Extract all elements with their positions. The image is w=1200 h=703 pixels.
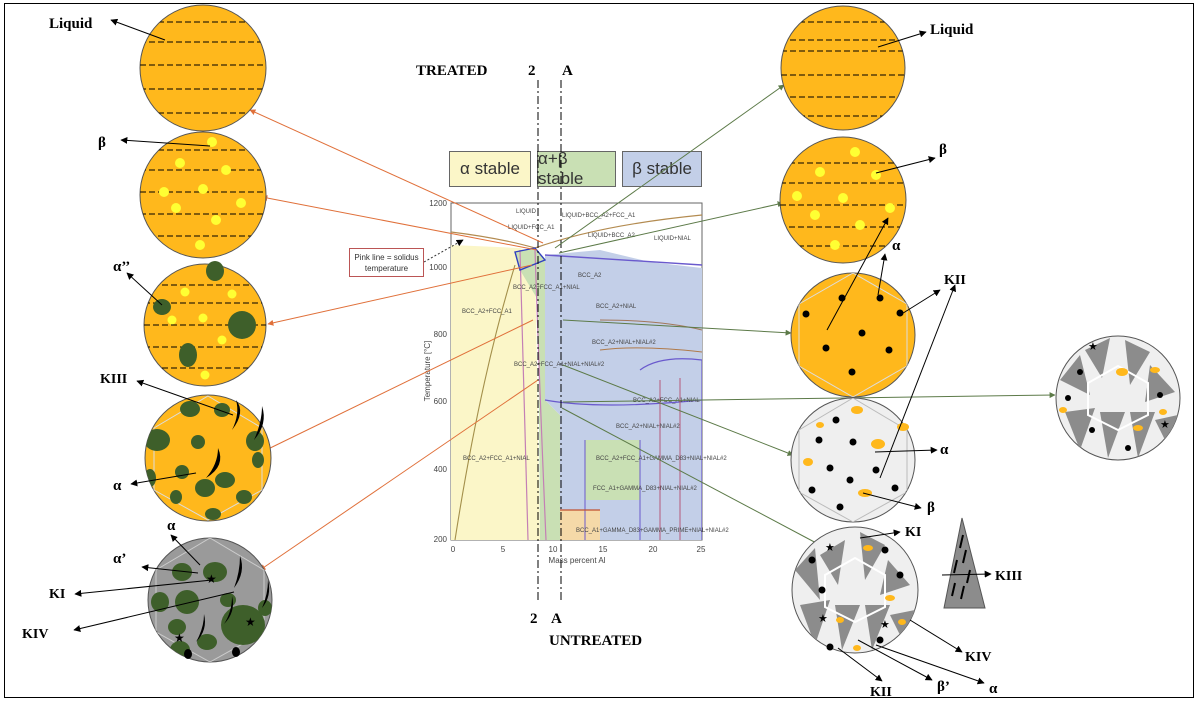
untreated-label: UNTREATED: [549, 633, 642, 649]
left-label-k1: KI: [49, 587, 65, 602]
right-circle-alpha-beta: [790, 397, 916, 523]
region-label-bcc-fcc-nial-low: BCC_A2+FCC_A1+NIAL: [463, 456, 530, 462]
region-label-bcc-fcc-gamma: BCC_A2+FCC_A1+GAMMA_D83+NIAL+NIAL#2: [596, 456, 727, 462]
right-circle-alpha-k2: [790, 272, 916, 398]
phase-diagram: 1200 1000 800 600 400 200 0 5 10 15 20 2…: [423, 199, 729, 565]
right-circle-beta: [779, 136, 907, 264]
k3-triangle: [943, 517, 986, 609]
region-label-liq-bcc-fcc: LIQUID+BCC_A2+FCC_A1: [562, 213, 636, 219]
left-circle-final: ★ ★ ★: [147, 537, 273, 663]
region-label-bcc-fcc-nial: BCC_A2+FCC_A1+NIAL: [513, 285, 580, 291]
right-label-liquid: Liquid: [930, 22, 974, 38]
left-label-k3: KIII: [100, 372, 127, 387]
ytick-200: 200: [434, 535, 448, 544]
left-label-liquid: Liquid: [49, 16, 93, 32]
xtick-10: 10: [549, 545, 558, 554]
ytick-1200: 1200: [429, 199, 447, 208]
line-2-bottom-label: 2: [530, 611, 538, 627]
left-circle-k3: [144, 394, 272, 522]
right-label-beta-2: β: [927, 500, 935, 516]
right-label-alpha: α: [892, 238, 901, 254]
left-label-beta: β: [98, 135, 106, 151]
region-label-bcc-nial: BCC_A2+NIAL: [596, 304, 637, 310]
svg-text:★: ★: [1160, 419, 1170, 431]
svg-text:★: ★: [206, 572, 217, 586]
x-axis-label: Mass percent Al: [549, 556, 606, 565]
region-label-liq-fcc: LIQUID+FCC_A1: [508, 225, 555, 231]
region-label-bcc-nial-nial2-b: BCC_A2+NIAL+NIAL#2: [616, 424, 680, 430]
right-label-alpha-2: α: [940, 442, 949, 458]
left-circle-beta: [139, 131, 267, 259]
region-label-liq-nial: LIQUID+NIAL: [654, 236, 692, 242]
right-label-beta-prime: β’: [937, 679, 950, 695]
xtick-20: 20: [649, 545, 658, 554]
right-circle-liquid: [780, 5, 906, 131]
solidus-note: Pink line = solidus temperature: [349, 248, 424, 277]
figure-border: [4, 3, 1194, 698]
xtick-0: 0: [451, 545, 456, 554]
ytick-1000: 1000: [429, 263, 447, 272]
right-label-alpha-3: α: [989, 681, 998, 697]
svg-text:★: ★: [245, 615, 256, 629]
ytick-400: 400: [434, 465, 448, 474]
alpha-stable-zone: α stable: [449, 151, 531, 187]
svg-text:★: ★: [880, 619, 890, 631]
line-2-top-label: 2: [528, 63, 536, 79]
region-label-bcc-gamma-prime: BCC_A1+GAMMA_D83+GAMMA_PRIME+NIAL+NIAL#2: [576, 528, 729, 534]
beta-stable-zone: β stable: [622, 151, 702, 187]
xtick-5: 5: [501, 545, 506, 554]
right-circle-lamellar: ★ ★ ★: [791, 526, 919, 654]
svg-text:★: ★: [174, 631, 185, 645]
left-label-alpha-prime: α’: [113, 551, 126, 567]
left-label-alpha-top: α: [167, 518, 176, 534]
left-label-alpha-double-prime: α’’: [113, 259, 130, 275]
beta-region: [545, 250, 702, 540]
region-label-bcc: BCC_A2: [578, 273, 602, 279]
alpha-region: [451, 245, 540, 540]
line-a-top-label: A: [562, 63, 573, 79]
region-label-fcc-gamma: FCC_A1+GAMMA_D83+NIAL+NIAL#2: [593, 486, 698, 492]
fcc-gamma-region: [585, 440, 640, 500]
xtick-25: 25: [697, 545, 706, 554]
right-label-k4: KIV: [965, 650, 991, 665]
treated-label: TREATED: [416, 63, 488, 79]
far-right-circle: ★ ★: [1055, 335, 1181, 461]
svg-text:★: ★: [818, 613, 828, 625]
region-label-liquid: LIQUID: [516, 209, 537, 215]
right-label-k3: KIII: [995, 569, 1022, 584]
right-label-k2b: KII: [870, 685, 892, 700]
line-a-bottom-label: A: [551, 611, 562, 627]
region-label-bcc-nial-nial2: BCC_A2+NIAL+NIAL#2: [592, 340, 656, 346]
region-label-liq-bcc: LIQUID+BCC_A2: [588, 233, 636, 239]
svg-text:★: ★: [825, 542, 835, 554]
left-circle-alpha-double-prime: [143, 261, 267, 387]
bcc-gamma-region: [560, 510, 600, 540]
left-label-alpha: α: [113, 478, 122, 494]
region-label-bcc-fcc-nial-nial2: BCC_A2+FCC_A1+NIAL+NIAL#2: [514, 362, 605, 368]
right-label-k2: KII: [944, 273, 966, 288]
right-label-k1: KI: [905, 525, 921, 540]
ytick-800: 800: [434, 330, 448, 339]
right-label-beta: β: [939, 142, 947, 158]
alpha-beta-region: [515, 248, 560, 540]
left-circle-liquid: [139, 4, 267, 132]
xtick-15: 15: [599, 545, 608, 554]
left-label-k4: KIV: [22, 627, 48, 642]
region-label-bcc-fcc: BCC_A2+FCC_A1: [462, 309, 513, 315]
ytick-600: 600: [434, 397, 448, 406]
svg-text:★: ★: [1088, 341, 1098, 353]
